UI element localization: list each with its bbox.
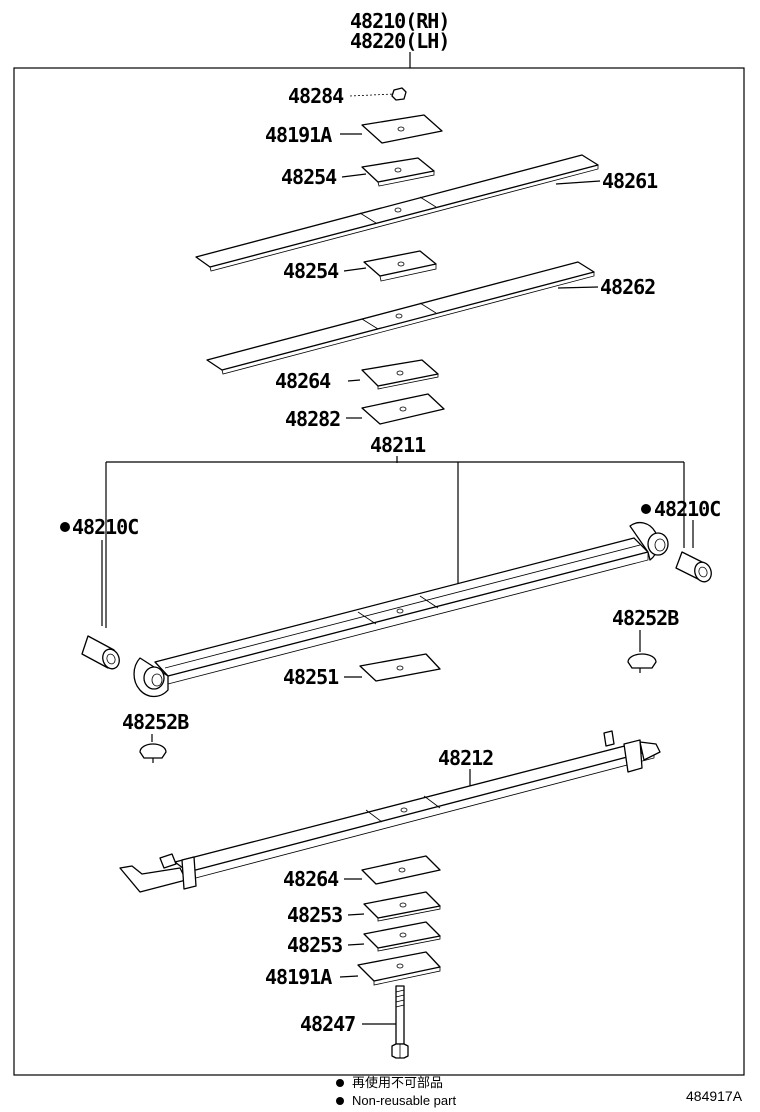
part-48261-leaf-side (209, 165, 599, 272)
part-48254-mid-edge (379, 264, 437, 282)
leader-48262 (557, 286, 599, 289)
label-48252b-right[interactable]: 48252B (612, 606, 680, 630)
part-48262-leaf-side (221, 272, 595, 375)
label-48264-bot[interactable]: 48264 (283, 867, 340, 891)
assembly-frame (13, 67, 745, 1076)
leader-48264-top (347, 379, 361, 382)
leader-48261 (555, 180, 601, 185)
legend-text-jp: 再使用不可部品 (352, 1075, 444, 1090)
label-48247[interactable]: 48247 (300, 1012, 356, 1036)
label-48254-top[interactable]: 48254 (281, 165, 338, 189)
part-48212-leaf[interactable] (119, 730, 661, 893)
legend-text-en: Non-reusable part (352, 1093, 457, 1108)
legend-row-jp: 再使用不可部品 (336, 1074, 456, 1092)
label-48210c-right[interactable]: 48210C (654, 497, 721, 521)
label-48253-a[interactable]: 48253 (287, 903, 343, 927)
non-reusable-mark-right (641, 504, 651, 514)
part-48253-b-edge (377, 936, 441, 952)
legend-bullet-icon (336, 1079, 344, 1087)
part-48191a-top-hole (397, 126, 405, 132)
part-48282-hole (399, 406, 407, 412)
part-48253-b-hole (399, 932, 407, 938)
label-48210c-left[interactable]: 48210C (72, 515, 139, 539)
label-48211[interactable]: 48211 (370, 433, 427, 457)
part-48191a-bot-hole (396, 963, 404, 969)
label-48191a-bot[interactable]: 48191A (265, 965, 333, 989)
part-48262-hole (395, 313, 403, 319)
part-48252b-left-bumper[interactable] (139, 743, 167, 763)
part-48253-a-edge (377, 906, 441, 922)
leader-48254-mid (343, 267, 367, 272)
part-48191a-bot-edge (373, 967, 441, 986)
leader-48254-top (341, 173, 367, 178)
part-48254-top-hole (394, 167, 402, 173)
leader-48191a-bot (339, 975, 359, 978)
part-48210c-left-bushing[interactable] (81, 635, 122, 671)
part-48264-bot-hole (398, 867, 406, 873)
part-48284-nut[interactable] (391, 87, 407, 101)
part-48261-center-r (419, 196, 437, 208)
label-48264-top[interactable]: 48264 (275, 369, 332, 393)
part-48261-center-l (359, 212, 377, 224)
part-48262-center-l (361, 318, 379, 330)
legend-row-en: Non-reusable part (336, 1092, 456, 1110)
legend: 再使用不可部品 Non-reusable part (336, 1074, 456, 1110)
part-48254-top-edge (377, 171, 435, 187)
part-48264-top-hole (396, 370, 404, 376)
catalog-number: 484917A (686, 1088, 743, 1104)
label-48254-mid[interactable]: 48254 (283, 259, 340, 283)
label-48253-b[interactable]: 48253 (287, 933, 343, 957)
label-48261[interactable]: 48261 (602, 169, 659, 193)
assembly-label-rh: 48210(RH) (350, 9, 449, 33)
legend-bullet-icon (336, 1097, 344, 1105)
label-48262[interactable]: 48262 (600, 275, 656, 299)
part-48251-hole (396, 665, 404, 671)
part-48210c-right-bushing[interactable] (675, 551, 714, 584)
label-48282[interactable]: 48282 (285, 407, 341, 431)
part-48262-center-r (419, 302, 437, 314)
non-reusable-mark-left (60, 522, 70, 532)
part-48261-hole (394, 207, 402, 213)
leader-48284 (349, 93, 395, 97)
part-48211-main-leaf[interactable] (133, 522, 669, 698)
assembly-label-lh: 48220(LH) (350, 29, 449, 53)
part-48254-mid-hole (397, 261, 405, 267)
part-48247-bolt[interactable] (391, 985, 409, 1059)
part-48264-top-edge (377, 374, 439, 390)
label-48251[interactable]: 48251 (283, 665, 340, 689)
label-48191a-top[interactable]: 48191A (265, 123, 333, 147)
label-48284[interactable]: 48284 (288, 84, 345, 108)
part-48253-a-hole (399, 902, 407, 908)
label-48212[interactable]: 48212 (438, 746, 494, 770)
part-48252b-right-bumper[interactable] (627, 653, 657, 673)
leader-48253-a (347, 913, 365, 916)
label-48252b-left[interactable]: 48252B (122, 710, 190, 734)
leader-48253-b (347, 943, 365, 946)
